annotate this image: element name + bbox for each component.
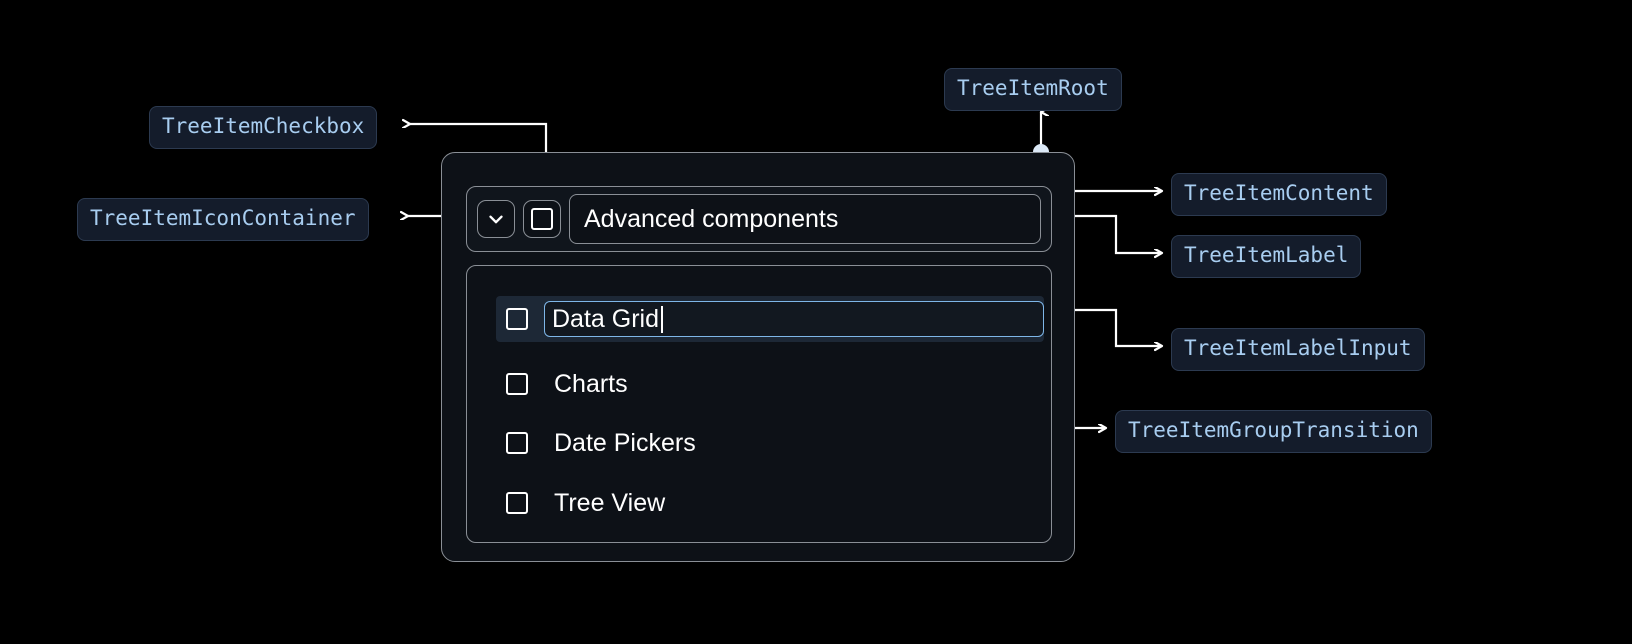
annotation-tree-item-checkbox: TreeItemCheckbox	[149, 106, 378, 149]
tree-item-row-date-pickers[interactable]: Date Pickers	[496, 421, 1044, 465]
tree-item-checkbox-tree-view[interactable]	[506, 492, 528, 514]
tree-item-checkbox-date-pickers[interactable]	[506, 432, 528, 454]
tree-item-root[interactable]: Advanced components Data Grid Charts Dat…	[441, 152, 1075, 562]
tree-item-label-input-value: Data Grid	[552, 304, 659, 333]
tree-item-row-data-grid[interactable]: Data Grid	[496, 296, 1044, 342]
tree-item-checkbox-charts[interactable]	[506, 373, 528, 395]
tree-item-row-tree-view[interactable]: Tree View	[496, 481, 1044, 525]
annotation-tree-item-label: TreeItemLabel	[1171, 235, 1362, 278]
annotation-tree-item-icon-container: TreeItemIconContainer	[77, 198, 369, 241]
tree-item-label[interactable]: Advanced components	[569, 194, 1041, 244]
tree-item-checkbox-data-grid[interactable]	[506, 308, 528, 330]
tree-item-label-tree-view: Tree View	[554, 488, 666, 517]
tree-item-checkbox[interactable]	[523, 200, 561, 238]
tree-item-icon-container[interactable]	[477, 200, 515, 238]
checkbox-box	[531, 208, 553, 230]
text-caret	[660, 305, 663, 333]
annotation-tree-item-group-transition: TreeItemGroupTransition	[1115, 410, 1432, 453]
tree-item-group-transition: Data Grid Charts Date Pickers Tree View	[466, 265, 1052, 543]
annotation-tree-item-label-input: TreeItemLabelInput	[1171, 328, 1425, 371]
tree-item-label-input[interactable]: Data Grid	[544, 301, 1044, 337]
tree-item-label-charts: Charts	[554, 369, 628, 398]
tree-item-content[interactable]: Advanced components	[466, 186, 1052, 252]
annotation-tree-item-content: TreeItemContent	[1171, 173, 1387, 216]
tree-item-label-date-pickers: Date Pickers	[554, 428, 696, 457]
annotation-tree-item-root: TreeItemRoot	[944, 68, 1122, 111]
tree-item-row-charts[interactable]: Charts	[496, 362, 1044, 406]
chevron-down-icon	[485, 208, 507, 230]
